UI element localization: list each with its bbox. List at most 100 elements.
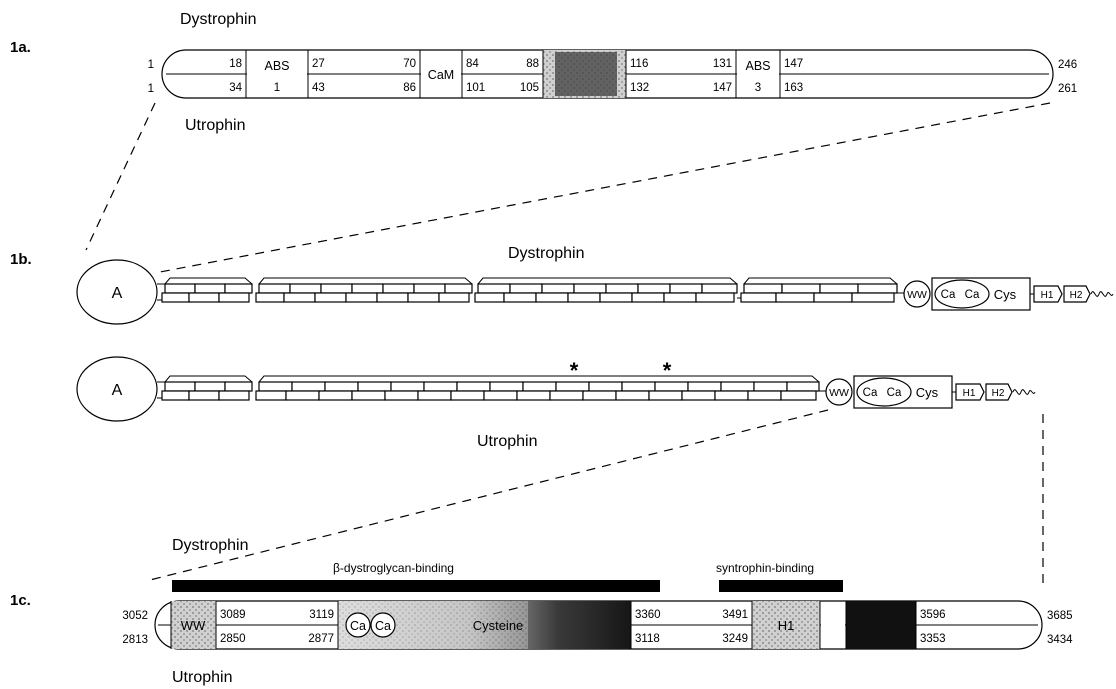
residue-end-dystrophin-1a: 246: [1058, 59, 1077, 71]
residue-label: 2877: [308, 633, 334, 645]
residue-label: 18: [229, 58, 242, 70]
actin-binding-domain-label: A: [112, 382, 123, 399]
residue-label: 3353: [920, 633, 946, 645]
residue-label: 3596: [920, 609, 946, 621]
panel-label-1c: 1c.: [10, 592, 31, 609]
ef-hand-pair-dystrophin: [934, 279, 990, 309]
spectrin-repeats-utrophin: [161, 375, 826, 401]
residue-start-dystrophin-1a: 1: [148, 59, 154, 71]
asterisk-marker: *: [570, 358, 579, 383]
residue-label: 3118: [635, 633, 660, 645]
syntrophin-binding-bar: [719, 580, 843, 592]
domain-map-1c: 3052 2813 3685 3434 WW 3089 2850 3119 28…: [122, 600, 1073, 650]
zoom-line-left-1b: [149, 409, 829, 581]
h2-label: H2: [992, 388, 1005, 399]
residue-label: 34: [229, 82, 242, 94]
protein-label-utrophin-1a: Utrophin: [185, 117, 245, 134]
residue-label: 131: [713, 58, 732, 70]
ww-domain-label: WW: [829, 387, 849, 399]
residue-label: 3360: [635, 609, 661, 621]
protein-label-utrophin-1c: Utrophin: [172, 669, 232, 686]
residue-label: 27: [312, 58, 325, 70]
panel-label-1a: 1a.: [10, 39, 31, 56]
ww-shaded-block: [171, 601, 216, 649]
dystrophin-schematic: A WW Ca Ca Cys H1 H2: [76, 259, 1114, 325]
residue-label: 132: [630, 82, 649, 94]
residue-label: 70: [403, 58, 416, 70]
ca-label: Ca: [887, 387, 902, 399]
zoom-line-right-1a: [159, 102, 1051, 273]
residue-label: 147: [784, 58, 803, 70]
c-terminal-tail-dystrophin: [1090, 291, 1114, 297]
residue-label: 2850: [220, 633, 246, 645]
h1-helix-utrophin: [955, 383, 985, 401]
protein-label-dystrophin-1b: Dystrophin: [508, 245, 584, 262]
ca-label: Ca: [375, 619, 391, 633]
residue-label: 116: [630, 58, 648, 70]
protein-label-dystrophin-1a: Dystrophin: [180, 11, 256, 28]
beta-dystroglycan-binding-label: β-dystroglycan-binding: [333, 561, 454, 575]
actin-binding-domain-dystrophin: [76, 259, 158, 325]
residue-label: 3249: [722, 633, 748, 645]
asterisk-marker: *: [663, 358, 672, 383]
abs3-label: ABS: [745, 59, 770, 73]
syntrophin-binding-label: syntrophin-binding: [716, 561, 814, 575]
actin-binding-domain-label: A: [112, 285, 123, 302]
residue-label: 84: [466, 58, 479, 70]
h1-shaded-block: [752, 601, 820, 649]
residue-label: 43: [312, 82, 325, 94]
h1-label: H1: [1041, 290, 1054, 301]
residue-label: 3491: [722, 609, 748, 621]
h2-dark-block: [846, 601, 916, 649]
ca-label: Ca: [863, 387, 878, 399]
residue-end-utrophin-1c: 3434: [1047, 634, 1073, 646]
ww-domain-dystrophin: [903, 280, 931, 308]
ef-hand-pair-utrophin: [856, 377, 912, 407]
residue-start-dystrophin-1c: 3052: [122, 610, 148, 622]
residue-label: 105: [520, 82, 539, 94]
abs2-dark-core: [555, 52, 617, 96]
ww-domain-label-1c: WW: [181, 618, 206, 633]
ca-label: Ca: [965, 289, 980, 301]
h1-helix-dystrophin: [1033, 285, 1063, 303]
residue-start-utrophin-1a: 1: [148, 83, 154, 95]
ca-ef-hand-2: [370, 612, 396, 638]
abs1-label: ABS: [264, 59, 289, 73]
cys-label: Cys: [994, 287, 1017, 302]
protein-label-utrophin-1b: Utrophin: [477, 433, 537, 450]
h2-label: H2: [1070, 290, 1083, 301]
residue-label: 101: [466, 82, 485, 94]
residue-label: 147: [713, 82, 732, 94]
abs1-number: 1: [274, 82, 280, 94]
abs3-number: 3: [755, 82, 761, 94]
residue-label: 3119: [309, 609, 334, 621]
cysteine-rich-label: Cysteine: [473, 618, 524, 633]
residue-label: 86: [403, 82, 416, 94]
utrophin-schematic: A * * WW Ca Ca Cys H1 H2: [76, 356, 1036, 422]
ca-label: Ca: [350, 619, 366, 633]
residue-label: 163: [784, 82, 803, 94]
residue-start-utrophin-1c: 2813: [122, 634, 148, 646]
zoom-line-left-1a: [85, 102, 156, 251]
residue-end-utrophin-1a: 261: [1058, 83, 1077, 95]
ca-ef-hand-1: [345, 612, 371, 638]
h2-helix-utrophin: [985, 383, 1013, 401]
residue-label: 3089: [220, 609, 246, 621]
panel-label-1b: 1b.: [10, 251, 32, 268]
beta-dystroglycan-binding-bar: [172, 580, 660, 592]
cys-label: Cys: [916, 385, 939, 400]
domain-map-1a: 1 1 246 261 18 34 ABS 1 27 70 43 86 CaM …: [148, 49, 1077, 99]
residue-label: 88: [526, 58, 539, 70]
h1-label: H1: [963, 388, 976, 399]
spectrin-repeats-dystrophin: [161, 277, 904, 303]
ww-domain-utrophin: [825, 378, 853, 406]
h1-label-1c: H1: [778, 618, 795, 633]
c-terminal-tail-utrophin: [1012, 389, 1036, 395]
ww-domain-label: WW: [907, 289, 927, 301]
residue-end-dystrophin-1c: 3685: [1047, 610, 1073, 622]
actin-binding-domain-utrophin: [76, 356, 158, 422]
ca-label: Ca: [941, 289, 956, 301]
h2-helix-dystrophin: [1063, 285, 1091, 303]
protein-label-dystrophin-1c: Dystrophin: [172, 537, 248, 554]
